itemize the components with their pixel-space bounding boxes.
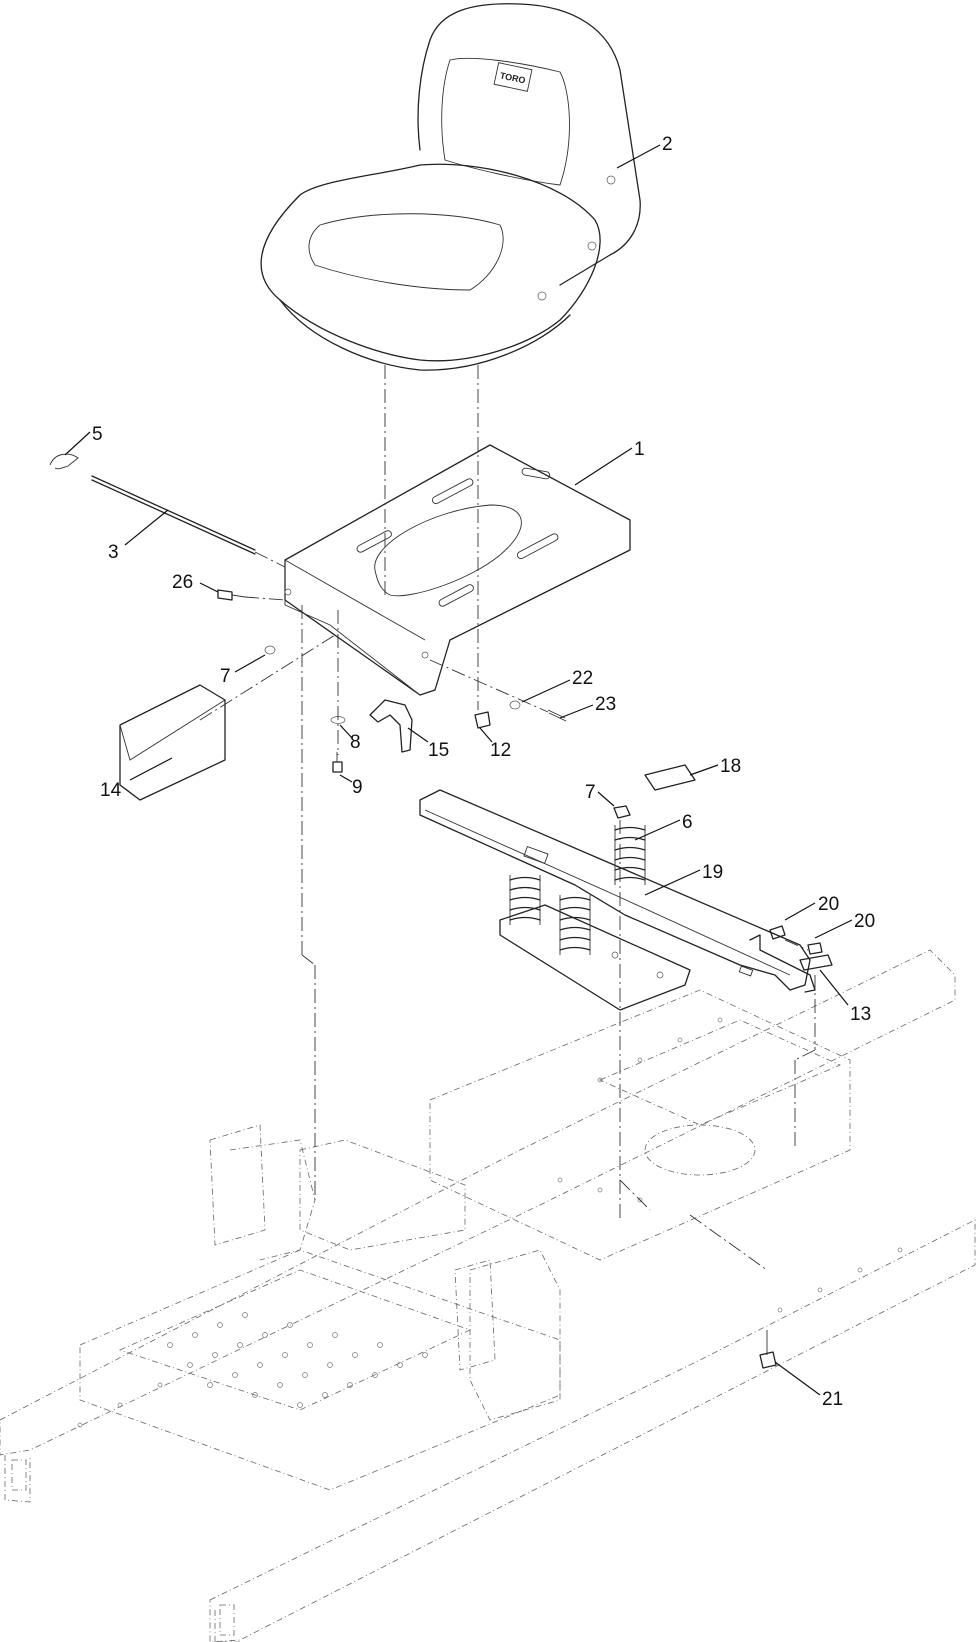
callout-9: 9 <box>352 777 363 798</box>
spring-middle <box>559 895 591 955</box>
logo-text: TORO <box>499 70 526 85</box>
leader-lines <box>64 144 853 1396</box>
callout-1: 1 <box>634 439 645 460</box>
callout-22: 22 <box>572 668 593 689</box>
callout-21: 21 <box>822 1389 843 1410</box>
callout-5: 5 <box>92 424 103 445</box>
callout-12: 12 <box>490 740 511 761</box>
callout-7-upper: 7 <box>585 782 596 803</box>
callout-8: 8 <box>350 732 361 753</box>
logo: TORO <box>493 62 533 92</box>
callout-labels: 1 2 3 5 6 7 7 8 9 12 13 14 15 18 19 20 2… <box>92 134 875 1410</box>
callout-15: 15 <box>428 740 449 761</box>
callout-23: 23 <box>595 694 616 715</box>
callout-6: 6 <box>682 812 693 833</box>
callout-3: 3 <box>108 542 119 563</box>
callout-7-lower: 7 <box>220 666 231 687</box>
suspension-rail <box>419 789 816 1011</box>
callout-20-left: 20 <box>818 894 839 915</box>
callout-20-right: 20 <box>854 911 875 932</box>
callout-19: 19 <box>702 862 723 883</box>
small-parts <box>49 453 833 1369</box>
seat-plate <box>284 444 631 696</box>
callout-2: 2 <box>662 134 673 155</box>
callout-18: 18 <box>720 756 741 777</box>
assembly-centerlines <box>199 365 816 1271</box>
spring-front <box>614 825 646 885</box>
callout-14: 14 <box>100 780 122 801</box>
callout-26: 26 <box>172 572 193 593</box>
seat: TORO <box>260 3 641 371</box>
spring-left <box>509 875 541 925</box>
chassis-frame <box>0 949 976 1642</box>
callout-13: 13 <box>850 1004 871 1025</box>
